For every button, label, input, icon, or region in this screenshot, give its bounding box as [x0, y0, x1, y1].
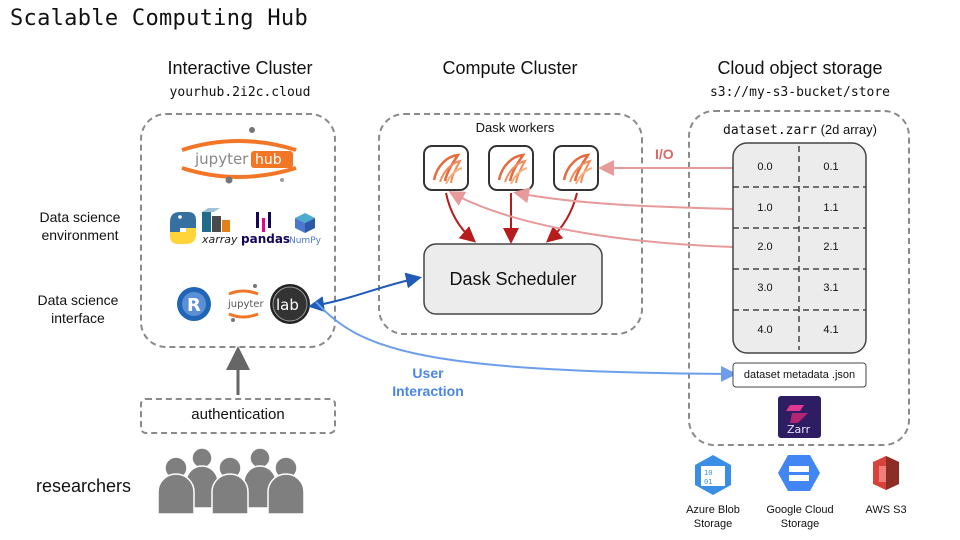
- env-label-line2: environment: [41, 227, 119, 243]
- azure-caption: Azure Blob Storage: [673, 503, 753, 531]
- cell-4-0: 4.0: [757, 324, 773, 336]
- pandas-text: pandas: [241, 232, 290, 246]
- io-arrow-chunk-2: [448, 191, 734, 248]
- aws-caption: AWS S3: [865, 504, 907, 516]
- metadata-label: dataset metadata .json: [743, 369, 856, 381]
- authentication-label: authentication: [191, 406, 285, 423]
- python-icon: [170, 212, 196, 244]
- google-caption-line1: Google Cloud: [766, 504, 834, 516]
- dask-scheduler-box: [423, 243, 603, 315]
- metadata-box: [732, 362, 867, 388]
- compute-cluster-box: [378, 113, 643, 335]
- google-caption-line2: Storage: [780, 518, 820, 530]
- cell-1-1: 1.1: [823, 202, 839, 214]
- r-text: R: [187, 295, 201, 316]
- dask-workers-label: Dask workers: [475, 120, 555, 135]
- zarr-array: [732, 142, 867, 354]
- bucket-path: s3://my-s3-bucket/store: [709, 85, 890, 100]
- researchers-label: researchers: [36, 476, 132, 496]
- google-cloud-storage-icon: [778, 455, 820, 491]
- compute-cluster-heading: Compute Cluster: [442, 58, 578, 78]
- svg-text:jupyter: jupyter: [194, 150, 249, 168]
- dataset-name: dataset.zarr: [723, 123, 817, 138]
- dask-worker-3: [553, 145, 599, 191]
- dataset-suffix: (2d array): [816, 122, 877, 137]
- dask-scheduler-label: Dask Scheduler: [449, 269, 577, 289]
- hub-url: yourhub.2i2c.cloud: [169, 85, 311, 100]
- cell-2-1: 2.1: [823, 241, 839, 253]
- zarr-text: Zarr: [787, 423, 811, 436]
- azure-caption-line1: Azure Blob: [686, 504, 740, 516]
- page-title: Scalable Computing Hub: [10, 6, 308, 31]
- azure-caption-line2: Storage: [693, 518, 733, 530]
- svg-text:01: 01: [704, 478, 712, 486]
- user-label-line2: Interaction: [392, 383, 464, 399]
- authentication-box: [140, 398, 336, 434]
- iface-label: Data science interface: [18, 291, 138, 327]
- jupyter-icon: jupyter: [227, 284, 264, 322]
- xarray-icon: xarray: [201, 208, 238, 246]
- pandas-icon: pandas: [241, 212, 290, 246]
- google-caption: Google Cloud Storage: [755, 503, 845, 531]
- svg-text:hub: hub: [255, 152, 282, 168]
- azure-blob-icon: 10 01: [695, 455, 731, 495]
- io-label: I/O: [655, 146, 674, 162]
- user-label-line1: User: [412, 365, 444, 381]
- r-icon: R: [177, 287, 211, 321]
- cell-1-0: 1.0: [757, 202, 773, 214]
- lab-scheduler-arrow: [308, 272, 422, 313]
- jupyterhub-logo-icon: jupyter hub: [181, 127, 297, 184]
- env-label: Data science environment: [20, 208, 140, 244]
- dask-worker-2: [488, 145, 534, 191]
- user-interaction-arrow: [315, 301, 737, 382]
- svg-text:10: 10: [704, 469, 712, 477]
- zarr-logo-icon: Zarr: [778, 396, 821, 438]
- aws-s3-icon: [873, 456, 899, 490]
- cell-3-0: 3.0: [757, 282, 773, 294]
- user-interaction-label: User Interaction: [378, 364, 478, 400]
- xarray-text: xarray: [201, 233, 238, 246]
- iface-label-line1: Data science: [37, 292, 119, 308]
- cell-0-1: 0.1: [823, 161, 839, 173]
- researchers-group-icon: [157, 447, 305, 515]
- cloud-storage-box: [688, 110, 910, 446]
- lab-text: lab: [276, 296, 299, 314]
- env-label-line1: Data science: [39, 209, 121, 225]
- interactive-cluster-heading: Interactive Cluster: [167, 58, 313, 78]
- iface-label-line2: interface: [51, 310, 105, 326]
- dask-worker-1: [423, 145, 469, 191]
- cell-4-1: 4.1: [823, 324, 839, 336]
- cloud-storage-heading: Cloud object storage: [717, 58, 883, 78]
- numpy-text: NumPy: [289, 236, 322, 246]
- io-arrow-chunk-1: [513, 187, 734, 210]
- cell-0-0: 0.0: [757, 161, 773, 173]
- worker3-to-scheduler-arrow: [545, 192, 578, 243]
- dataset-title: dataset.zarr (2d array): [690, 122, 910, 138]
- cell-3-1: 3.1: [823, 282, 839, 294]
- worker1-to-scheduler-arrow: [445, 192, 477, 243]
- jupyter-text: jupyter: [227, 299, 264, 310]
- numpy-icon: NumPy: [289, 213, 322, 246]
- cell-2-0: 2.0: [757, 241, 773, 253]
- jupyterlab-icon: lab: [270, 284, 310, 324]
